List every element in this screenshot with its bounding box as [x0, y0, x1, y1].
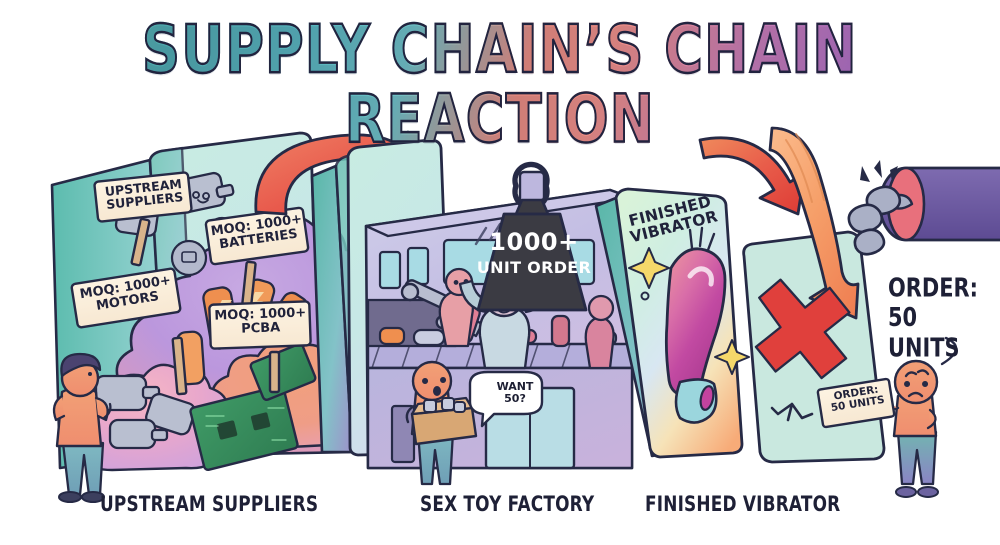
broken-chain-group [847, 160, 1000, 256]
sign-post-group [70, 171, 312, 396]
weight-amount-label: 1000+ [489, 228, 579, 256]
red-x-mark [754, 278, 851, 380]
factory-worker-b [584, 294, 615, 370]
speech-bubble-want-50: WANT 50? [496, 380, 534, 406]
big-orange-arrow [768, 126, 860, 320]
caption-upstream-suppliers: UPSTREAM SUPPLIERS [100, 492, 319, 517]
arrow-product-to-rejection [698, 136, 806, 216]
worker-with-box [405, 360, 544, 486]
person-observer [52, 352, 112, 503]
caption-sex-toy-factory: SEX TOY FACTORY [420, 492, 595, 517]
order-50-units-text: ORDER: 50 UNITS [888, 274, 978, 364]
product-card [594, 187, 750, 459]
weight-order-label: UNIT ORDER [476, 258, 592, 277]
chain-link [847, 185, 902, 256]
caption-finished-vibrator: FINISHED VIBRATOR [645, 492, 841, 517]
person-sad [816, 336, 958, 498]
pcb-board [189, 342, 317, 472]
weight-1000-unit-order [476, 161, 588, 312]
